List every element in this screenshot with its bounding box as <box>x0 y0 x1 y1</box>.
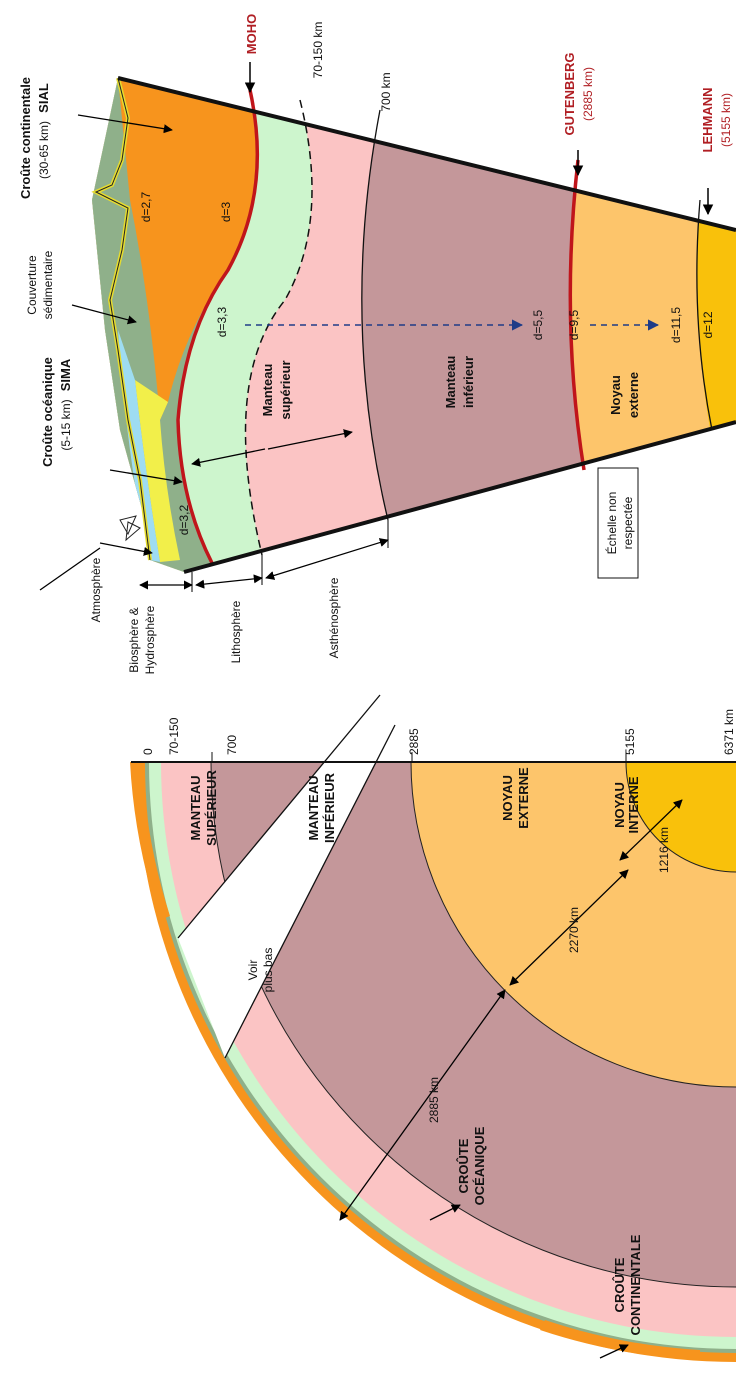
label-cover-1: Couverture <box>25 255 39 315</box>
ocean-layer <box>118 330 160 562</box>
atmosphere-line <box>39 547 101 591</box>
label-mantle-thickness: 2885 km <box>427 1077 441 1123</box>
density-sima: d=3,2 <box>177 504 191 535</box>
label-depth-70-150: 70-150 km <box>311 22 325 79</box>
depth-6371: 6371 km <box>722 709 736 755</box>
label-lower-mantle-l2: INFÉRIEUR <box>322 772 337 843</box>
label-crust-oceanic-3: SIMA <box>58 358 73 391</box>
depth-70-150: 70-150 <box>167 717 181 755</box>
arrow-mantle-thickness <box>339 989 506 1221</box>
density-sial: d=3 <box>219 201 233 222</box>
density-inner: d=12 <box>701 311 715 338</box>
label-outer-core-1: Noyau <box>608 375 623 415</box>
scale-note-box <box>597 467 639 579</box>
arrow-oceanic-crust <box>109 469 183 486</box>
label-lower-mantle-2: inférieur <box>461 356 476 408</box>
label-crust-oceanic-l2: OCÉANIQUE <box>472 1126 487 1205</box>
crust-top-bulge <box>130 762 170 920</box>
arrow-crust-continental <box>77 114 173 134</box>
arrow-upper-mantle-1 <box>191 448 266 467</box>
label-scale-2: respectée <box>621 496 635 549</box>
moho-line <box>176 89 260 564</box>
label-lehmann-depth: (5155 km) <box>719 93 733 147</box>
density-lower: d=5,5 <box>531 309 545 340</box>
label-crust-continental-2: (30-65 km) <box>37 121 51 179</box>
arrow-atmosphere <box>99 542 153 556</box>
label-moho: MOHO <box>244 14 259 54</box>
label-crust-oceanic-1: Croûte océanique <box>40 357 55 467</box>
atmosphere-icon <box>119 515 141 542</box>
label-cover-2: sédimentaire <box>41 250 55 319</box>
label-lehmann: LEHMANN <box>700 88 715 153</box>
label-inner-core-l2: INTERNE <box>626 776 641 833</box>
label-bio-2: Hydrosphère <box>143 605 157 674</box>
lower-labels: 0 70-150 700 2885 5155 6371 km MANTEAU S… <box>141 709 736 1335</box>
label-outer-thickness: 2270 km <box>567 907 581 953</box>
upper-wedge-diagram: Croûte continentale (30-65 km) SIAL Couv… <box>18 14 736 675</box>
label-upper-mantle-l1: MANTEAU <box>188 776 203 841</box>
upper-labels: Croûte continentale (30-65 km) SIAL Couv… <box>18 14 733 675</box>
surface-line <box>94 77 151 561</box>
line-700km <box>361 109 389 521</box>
density-outer: d=11,5 <box>669 307 683 343</box>
wedge-top-edge <box>117 76 736 232</box>
lehmann-line <box>696 199 713 431</box>
label-lower-mantle-l1: MANTEAU <box>306 776 321 841</box>
density-outer-top: d=9,5 <box>567 309 581 340</box>
label-atmosphere: Atmosphère <box>89 557 103 622</box>
sediment-layer <box>135 380 180 562</box>
gutenberg-line <box>568 159 586 471</box>
label-voir-1: Voir <box>246 960 260 981</box>
depth-0: 0 <box>141 748 155 755</box>
label-voir-2: plus bas <box>261 948 275 993</box>
density-sial-top: d=2,7 <box>139 191 153 222</box>
label-bio-1: Biosphère & <box>127 607 141 672</box>
label-inner-core-l1: NOYAU <box>612 782 627 828</box>
arrow-inner-radius <box>619 799 683 861</box>
label-crust-oceanic-2: (5-15 km) <box>59 399 73 450</box>
arrow-outer-core-thickness <box>509 869 629 986</box>
depth-700: 700 <box>225 735 239 755</box>
cutout-edge-2 <box>224 724 396 1059</box>
bracket-lithosphere <box>195 574 263 589</box>
label-outer-core-l2: EXTERNE <box>516 767 531 829</box>
label-upper-mantle-l2: SUPÉRIEUR <box>204 769 219 845</box>
depth-2885: 2885 <box>407 728 421 755</box>
label-crust-continental-3: SIAL <box>36 83 51 113</box>
density-litho: d=3,3 <box>215 306 229 337</box>
label-upper-mantle-2: supérieur <box>278 360 293 419</box>
label-crust-oceanic-l1: CROÛTE <box>456 1138 471 1193</box>
label-gutenberg-depth: (2885 km) <box>581 67 595 121</box>
bracket-asthenosphere <box>265 538 389 580</box>
cutout-wedge <box>178 695 395 1058</box>
label-inner-radius: 1216 km <box>657 827 671 873</box>
continental-crust-band <box>118 78 258 420</box>
label-crust-continental-l2: CONTINENTALE <box>628 1234 643 1335</box>
crust-bottom-bulge <box>540 1320 700 1360</box>
label-outer-core-l1: NOYAU <box>500 775 515 821</box>
cutout-edge-1 <box>177 694 381 939</box>
label-asthenosphere: Asthénosphère <box>327 577 341 658</box>
label-depth-700: 700 km <box>379 72 393 111</box>
arrow-upper-mantle-2 <box>267 429 353 450</box>
label-outer-core-2: externe <box>626 372 641 418</box>
label-lithosphere: Lithosphère <box>229 600 243 663</box>
label-scale-1: Échelle non <box>604 492 619 555</box>
lower-quarter-section: 0 70-150 700 2885 5155 6371 km MANTEAU S… <box>130 694 736 1362</box>
arrow-crust-oceanic <box>429 1204 461 1221</box>
label-lower-mantle-1: Manteau <box>443 356 458 409</box>
label-crust-continental-l1: CROÛTE <box>612 1257 627 1312</box>
label-crust-continental-1: Croûte continentale <box>18 77 33 199</box>
arrow-crust-continental-lower <box>599 1344 629 1359</box>
label-upper-mantle-1: Manteau <box>260 364 275 417</box>
arrow-sediment <box>71 304 137 325</box>
depth-5155: 5155 <box>623 728 637 755</box>
label-gutenberg: GUTENBERG <box>562 52 577 135</box>
